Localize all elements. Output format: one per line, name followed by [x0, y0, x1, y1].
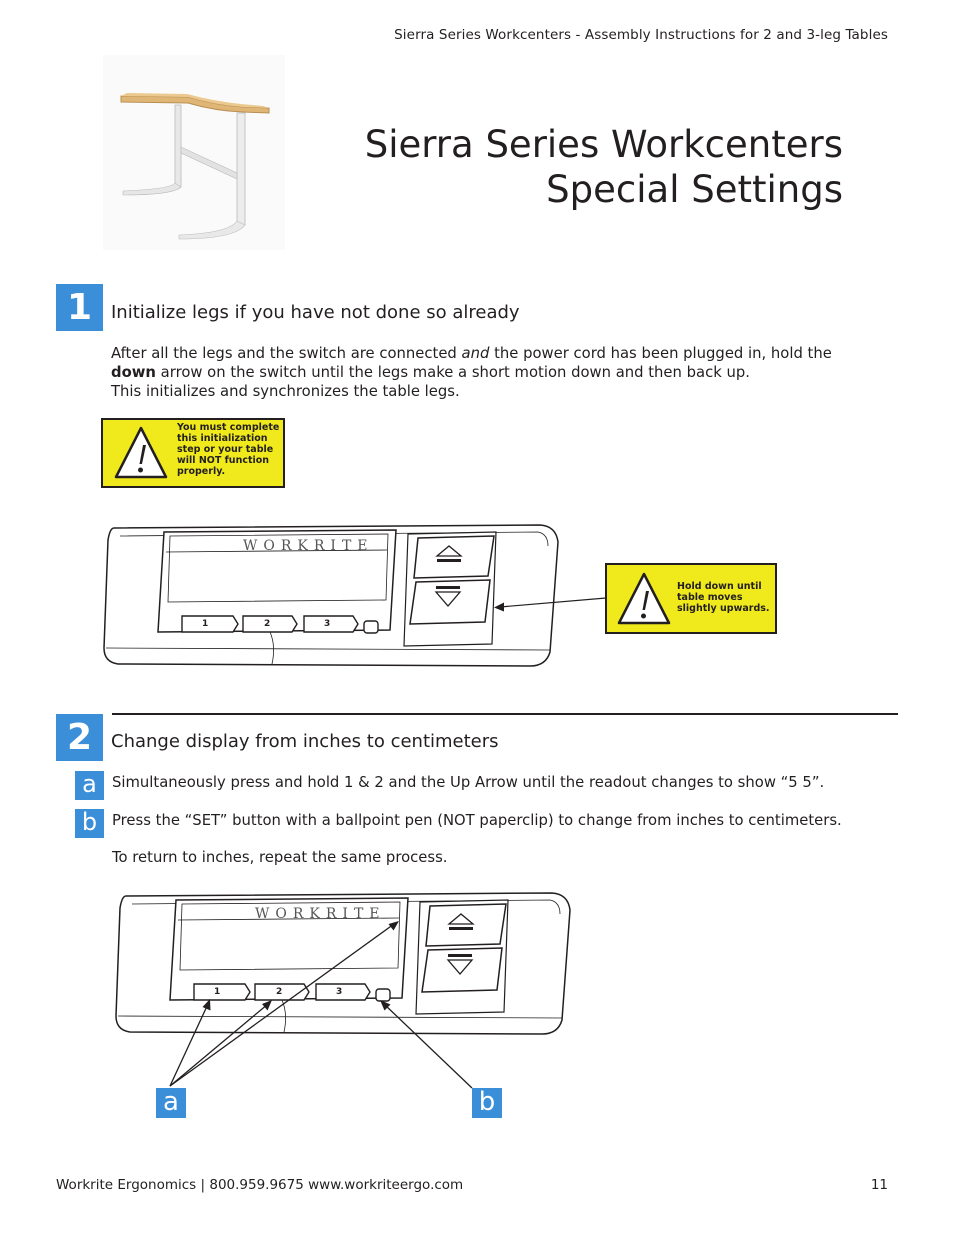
- down-arrow-button[interactable]: [421, 947, 503, 993]
- set-button[interactable]: [375, 988, 391, 1002]
- up-arrow-icon: [435, 545, 463, 557]
- running-header: Sierra Series Workcenters - Assembly Ins…: [394, 27, 888, 43]
- preset-button-3-label: 3: [324, 619, 330, 629]
- preset-button-1[interactable]: 1: [181, 615, 239, 633]
- warning1-line2: this initialization: [177, 433, 268, 444]
- step-1-heading: Initialize legs if you have not done so …: [111, 302, 520, 323]
- preset-button-3-label: 3: [336, 987, 342, 997]
- substep-a-badge: a: [75, 771, 104, 800]
- preset-button-1-label: 1: [214, 987, 220, 997]
- warning2-line2: table moves: [677, 592, 743, 603]
- preset-button-1[interactable]: 1: [193, 983, 251, 1001]
- down-arrow-icon: [446, 959, 474, 975]
- preset-button-3[interactable]: 3: [303, 615, 359, 633]
- warning-triangle-icon: [617, 572, 671, 625]
- warning2-line1: Hold down until: [677, 581, 762, 592]
- return-instruction: To return to inches, repeat the same pro…: [112, 849, 448, 866]
- preset-button-3[interactable]: 3: [315, 983, 371, 1001]
- step-1-badge: 1: [56, 284, 103, 331]
- warning-text-initialization: You must complete this initialization st…: [177, 422, 279, 477]
- preset-button-2-label: 2: [264, 619, 270, 629]
- step-1-body: After all the legs and the switch are co…: [111, 344, 901, 401]
- controller-diagram-1: WORKRITE 1 2 3: [103, 524, 559, 667]
- step-1-body-part2: the power cord has been plugged in, hold…: [489, 345, 832, 362]
- page-title: Sierra Series Workcenters Special Settin…: [365, 122, 843, 212]
- preset-button-2-label: 2: [276, 987, 282, 997]
- page-number: 11: [870, 1177, 888, 1193]
- controller-diagram-2: WORKRITE 1 2 3: [115, 892, 571, 1035]
- desk-image: [103, 55, 285, 250]
- warning-text-hold-down: Hold down until table moves slightly upw…: [677, 581, 770, 614]
- preset-button-2[interactable]: 2: [242, 615, 298, 633]
- page-title-line1: Sierra Series Workcenters: [364, 123, 843, 166]
- substep-b-badge: b: [75, 809, 104, 838]
- warning1-line1: You must complete: [177, 422, 280, 433]
- brand-logo: WORKRITE: [243, 538, 374, 554]
- down-arrow-icon: [434, 591, 462, 607]
- warning-triangle-icon: [114, 426, 168, 479]
- warning2-line3: slightly upwards.: [677, 603, 770, 614]
- pointer-arrow-1: [494, 597, 607, 612]
- pointer-arrows-2: [169, 921, 473, 1089]
- step-1-body-bold: down: [111, 364, 156, 381]
- warning1-line4: will NOT function: [177, 455, 270, 466]
- step-1-body-part3: arrow on the switch until the legs make …: [155, 364, 750, 381]
- step-1-body-emphasis: and: [461, 345, 490, 362]
- preset-button-1-label: 1: [202, 619, 208, 629]
- up-arrow-button[interactable]: [413, 535, 495, 579]
- substep-b-text: Press the “SET” button with a ballpoint …: [112, 812, 842, 829]
- step-1-body-line3: This initializes and synchronizes the ta…: [111, 383, 460, 400]
- up-arrow-icon: [447, 913, 475, 925]
- diagram-label-a: a: [156, 1088, 186, 1118]
- step-1-body-part1: After all the legs and the switch are co…: [111, 345, 462, 362]
- up-arrow-button[interactable]: [425, 903, 507, 947]
- diagram-label-b: b: [472, 1088, 502, 1118]
- warning1-line5: properly.: [177, 466, 226, 477]
- brand-logo: WORKRITE: [255, 906, 386, 922]
- section-divider: [112, 713, 898, 715]
- step-2-badge: 2: [56, 714, 103, 761]
- set-button[interactable]: [363, 620, 379, 634]
- page-title-line2: Special Settings: [546, 168, 843, 211]
- substep-a-text: Simultaneously press and hold 1 & 2 and …: [112, 774, 825, 791]
- down-arrow-button[interactable]: [409, 579, 491, 625]
- warning-box-hold-down: Hold down until table moves slightly upw…: [605, 563, 777, 634]
- step-2-heading: Change display from inches to centimeter…: [111, 731, 499, 752]
- warning-box-initialization: You must complete this initialization st…: [101, 418, 285, 488]
- footer-company: Workrite Ergonomics | 800.959.9675 www.w…: [56, 1177, 464, 1193]
- warning1-line3: step or your table: [177, 444, 274, 455]
